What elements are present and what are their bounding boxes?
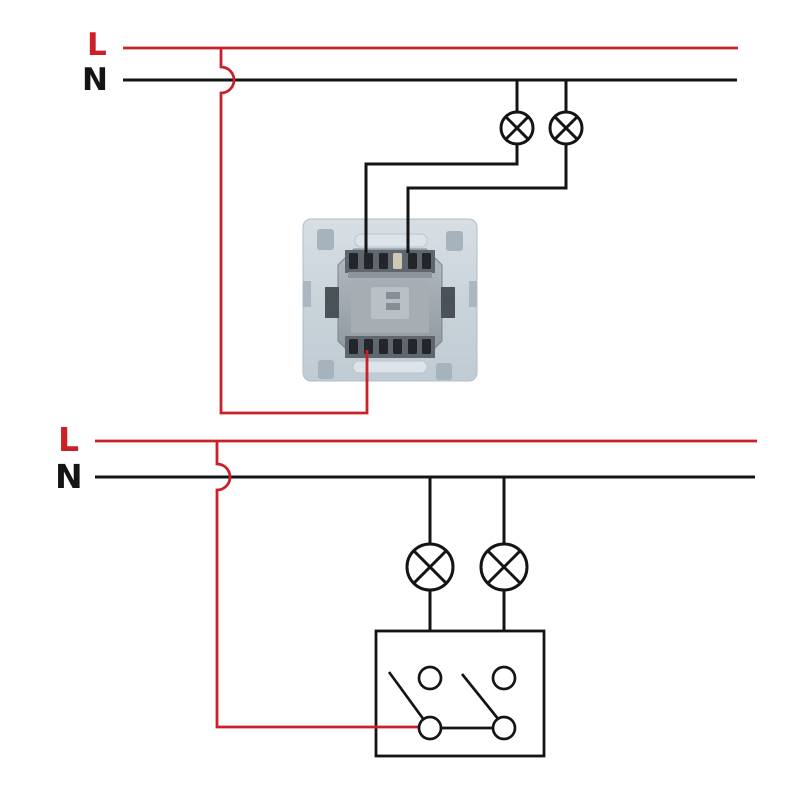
switch-lever	[387, 671, 426, 721]
mounting-claw-right	[441, 287, 455, 318]
terminal-block-bottom	[345, 336, 435, 358]
switch-box	[374, 629, 546, 758]
lamp1-switched-wire	[364, 144, 519, 253]
bottom-circuit: L N	[55, 420, 757, 758]
plate-bottom-slot	[352, 360, 428, 374]
plate-corner-detail	[317, 229, 334, 250]
switch-photo	[302, 218, 478, 382]
mounting-claw-left	[325, 287, 339, 318]
top-neutral-label: N	[82, 62, 108, 98]
lamp2-switched-wire	[406, 144, 568, 253]
plate-side-slot	[303, 281, 311, 307]
switch-terminal	[491, 665, 517, 691]
plate-corner-detail	[446, 231, 463, 251]
switch-lever	[460, 673, 501, 721]
switch-schematic	[215, 441, 546, 758]
lamp-icon	[548, 110, 584, 146]
plate-side-slot	[469, 281, 477, 307]
lamp-icon	[499, 110, 535, 146]
switch-terminal	[417, 715, 443, 741]
top-live-drop-wire	[219, 48, 369, 415]
top-circuit: L N	[82, 27, 738, 415]
switch-terminal	[491, 715, 517, 741]
bottom-live-drop-wire	[215, 441, 419, 729]
plate-corner-detail	[318, 360, 334, 379]
bottom-live-label: L	[58, 420, 79, 459]
lamp-icon	[479, 542, 529, 592]
terminal-block-top	[345, 250, 435, 273]
lamp-icon	[405, 542, 455, 592]
bottom-neutral-label: N	[55, 457, 83, 496]
top-live-label: L	[87, 27, 107, 63]
switch-terminal	[417, 665, 443, 691]
plate-corner-detail	[436, 363, 452, 380]
